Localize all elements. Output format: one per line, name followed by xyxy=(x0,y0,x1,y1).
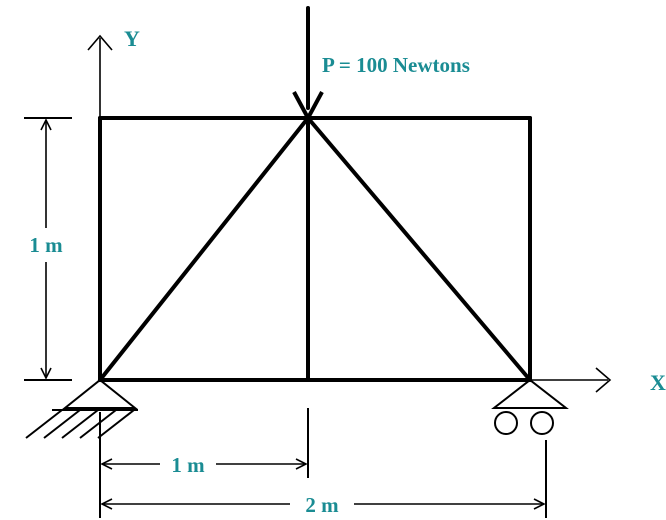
span-label: 2 m xyxy=(305,493,339,517)
half-span-dimension xyxy=(99,408,309,518)
load-label: P = 100 Newtons xyxy=(322,53,470,77)
x-axis-label: X xyxy=(650,370,666,395)
truss-members xyxy=(98,116,532,382)
span-dimension xyxy=(102,440,547,518)
height-dimension xyxy=(24,117,72,381)
load-arrow-icon xyxy=(292,6,324,123)
x-axis xyxy=(530,367,612,393)
y-axis-label: Y xyxy=(124,26,140,51)
member-left-diagonal xyxy=(98,116,310,382)
half-span-label: 1 m xyxy=(171,453,205,477)
pin-support-icon xyxy=(25,378,138,439)
roller-support-icon xyxy=(491,378,569,435)
height-label: 1 m xyxy=(29,233,63,257)
member-right-diagonal xyxy=(306,116,532,382)
